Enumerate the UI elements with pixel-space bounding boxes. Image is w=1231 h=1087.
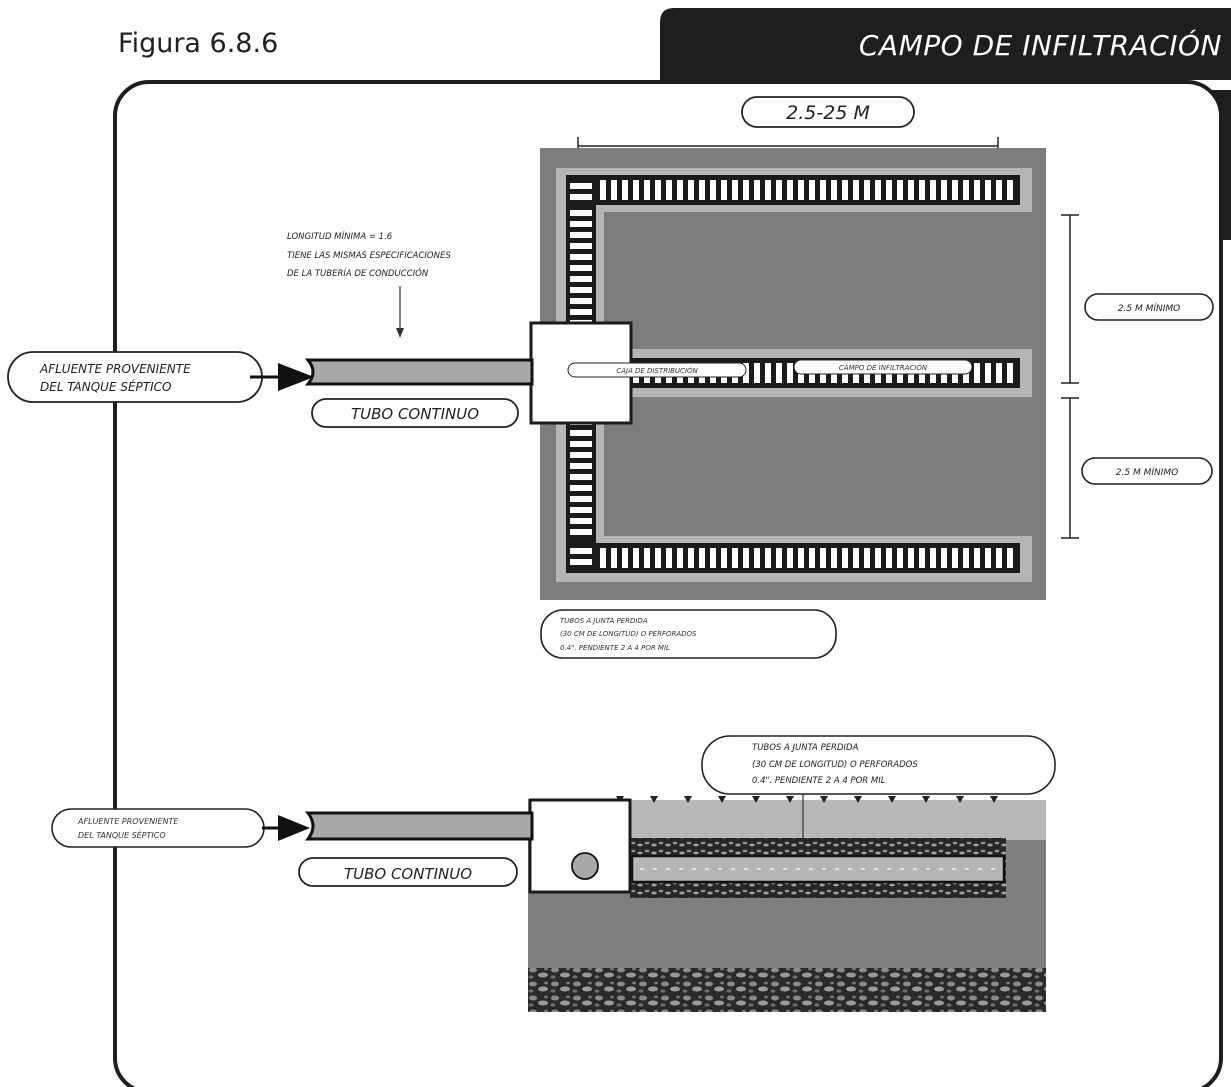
- note-line-1: LONGITUD MÍNIMA = 1.6: [287, 230, 393, 242]
- campo-pill: [793, 359, 973, 375]
- afluente-plan-line-1: AFLUENTE PROVENIENTE: [39, 362, 191, 376]
- spacing-label-1: 2.5 M MÍNIMO: [1118, 302, 1180, 314]
- afluente-plan-line-2: DEL TANQUE SÉPTICO: [40, 379, 172, 394]
- afluente-pill-section: [51, 808, 265, 848]
- tubos-plan-line-3: 0.4". PENDIENTE 2 A 4 POR MIL: [560, 644, 670, 652]
- figure-label: Figura 6.8.6: [118, 28, 278, 59]
- tubos-plan-line-2: (30 CM DE LONGITUD) O PERFORADOS: [560, 630, 697, 638]
- tubo-continuo-plan: TUBO CONTINUO: [351, 405, 479, 423]
- inlet-arrow-plan: [278, 363, 314, 391]
- afluente-pill-plan: [7, 351, 263, 403]
- tubos-plan-line-1: TUBOS A JUNTA PERDIDA: [560, 617, 648, 625]
- spacing-label-2: 2.5 M MÍNIMO: [1116, 466, 1178, 478]
- surface-markers: [616, 796, 998, 803]
- tubos-pill-section: [701, 735, 1056, 795]
- header-tab: [660, 8, 1231, 80]
- note-line-3: DE LA TUBERÍA DE CONDUCCIÓN: [287, 267, 429, 279]
- width-label: 2.5-25 M: [786, 102, 870, 124]
- width-pill: [741, 96, 915, 128]
- pipe-outlet-circle: [571, 852, 599, 880]
- tubo-continuo-pill-plan: [311, 398, 519, 428]
- tubo-continuo-section: TUBO CONTINUO: [344, 865, 472, 883]
- perforated-pipe-section: [630, 854, 1006, 884]
- tubos-section-line-1: TUBOS A JUNTA PERDIDA: [752, 743, 859, 753]
- header-title: CAMPO DE INFILTRACIÓN: [859, 28, 1222, 62]
- inlet-pipe-plan: [304, 358, 534, 386]
- inlet-arrow-section: [278, 815, 310, 841]
- caja-label: CAJA DE DISTRIBUCIÓN: [616, 366, 698, 375]
- tubos-pill-plan: [540, 609, 837, 659]
- tubo-continuo-pill-section: [298, 857, 518, 887]
- deep-gravel-layer: [528, 968, 1046, 1012]
- tubos-section-line-3: 0.4". PENDIENTE 2 A 4 POR MIL: [752, 776, 886, 786]
- note-line-2: TIENE LAS MISMAS ESPECIFICACIONES: [287, 251, 451, 261]
- caja-pill: [567, 362, 747, 378]
- spacing-pill-2: [1081, 457, 1213, 485]
- afluente-section-line-1: AFLUENTE PROVENIENTE: [77, 817, 179, 826]
- spacing-pill-1: [1084, 293, 1214, 321]
- afluente-section-line-2: DEL TANQUE SÉPTICO: [78, 829, 166, 840]
- tubos-section-line-2: (30 CM DE LONGITUD) O PERFORADOS: [752, 760, 918, 770]
- campo-label: CAMPO DE INFILTRACIÓN: [839, 363, 928, 372]
- inlet-pipe-section: [304, 811, 534, 841]
